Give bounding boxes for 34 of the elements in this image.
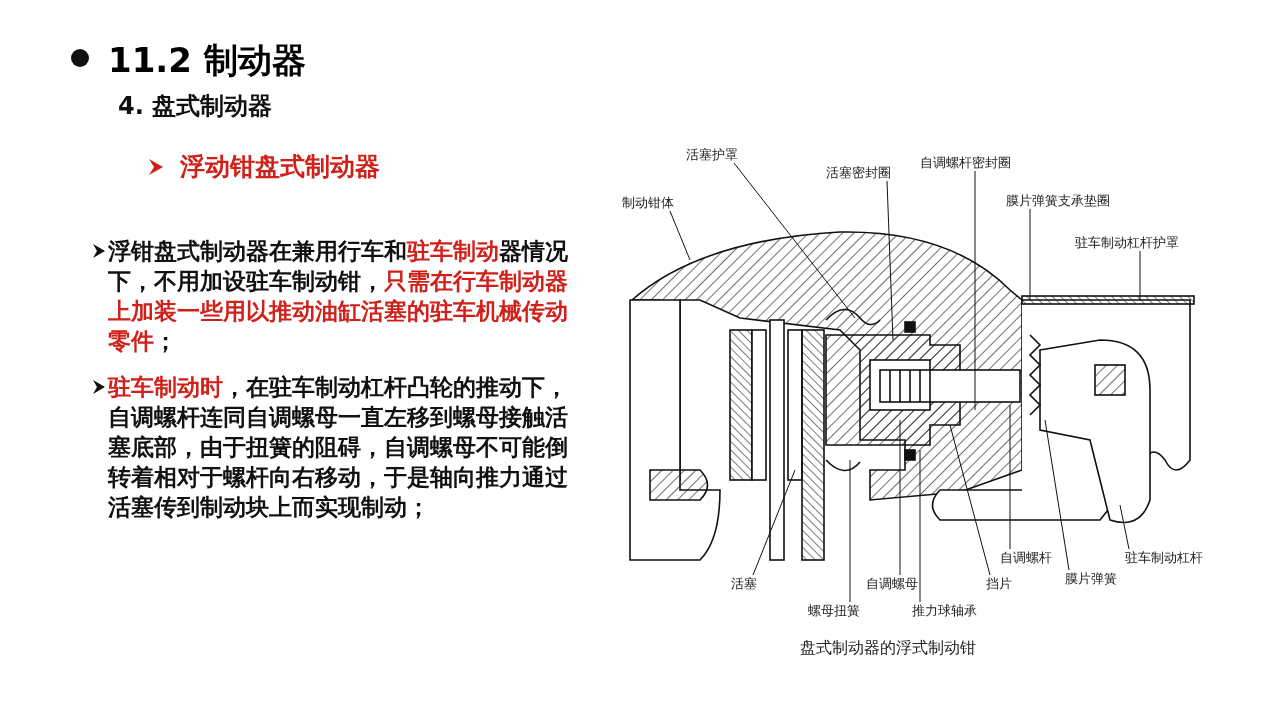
subsection-heading: 浮动钳盘式制动器 [180,151,380,183]
paragraph: 浮钳盘式制动器在兼用行车和驻车制动器情况下，不用加设驻车制动钳，只需在行车制动器上加装一些用以推动油缸活塞的驻车机械传动零件； [108,237,569,356]
leader-line [1029,208,1031,301]
part-label: 驻车制动杠杆 [1125,550,1203,565]
slide-title: 11.2 制动器 [108,39,306,82]
figure-caption: 盘式制动器的浮式制动钳 [800,638,976,659]
leader-line [1009,404,1011,550]
part-label: 活塞密封圈 [826,165,891,180]
leader-line [1119,504,1130,550]
part-label: 膜片弹簧支承垫圈 [1006,193,1110,208]
part-label: 螺母扭簧 [808,603,860,618]
part-label: 自调螺杆密封圈 [920,155,1011,170]
part-label: 自调螺母 [866,576,918,591]
part-label: 自调螺杆 [1000,550,1052,565]
paragraph: 驻车制动时，在驻车制动杠杆凸轮的推动下，自调螺杆连同自调螺母一直左移到螺母接触活塞底部，由于扭簧的阻碍，自调螺母不可能倒转着相对于螺杆向右移动，于是轴向推力通过活塞传到制动块上而实现制动； [108,373,569,522]
part-label: 活塞护罩 [686,147,738,162]
leader-line [919,449,921,603]
leader-line [899,419,901,576]
section-heading: 4. 盘式制动器 [118,91,273,122]
part-label: 膜片弹簧 [1065,571,1117,586]
leader-line [974,170,976,411]
leader-line [752,469,796,576]
part-label: 挡片 [986,576,1012,591]
part-label: 活塞 [731,576,757,591]
part-label: 驻车制动杠杆护罩 [1075,235,1179,250]
leader-line [1139,250,1141,301]
leader-line [1044,419,1070,571]
leader-line [949,424,991,576]
leader-line [669,210,691,261]
part-label: 制动钳体 [622,195,674,210]
leader-line [849,459,851,603]
part-label: 推力球轴承 [912,603,977,618]
leader-line [886,180,894,341]
leader-line [733,162,856,319]
